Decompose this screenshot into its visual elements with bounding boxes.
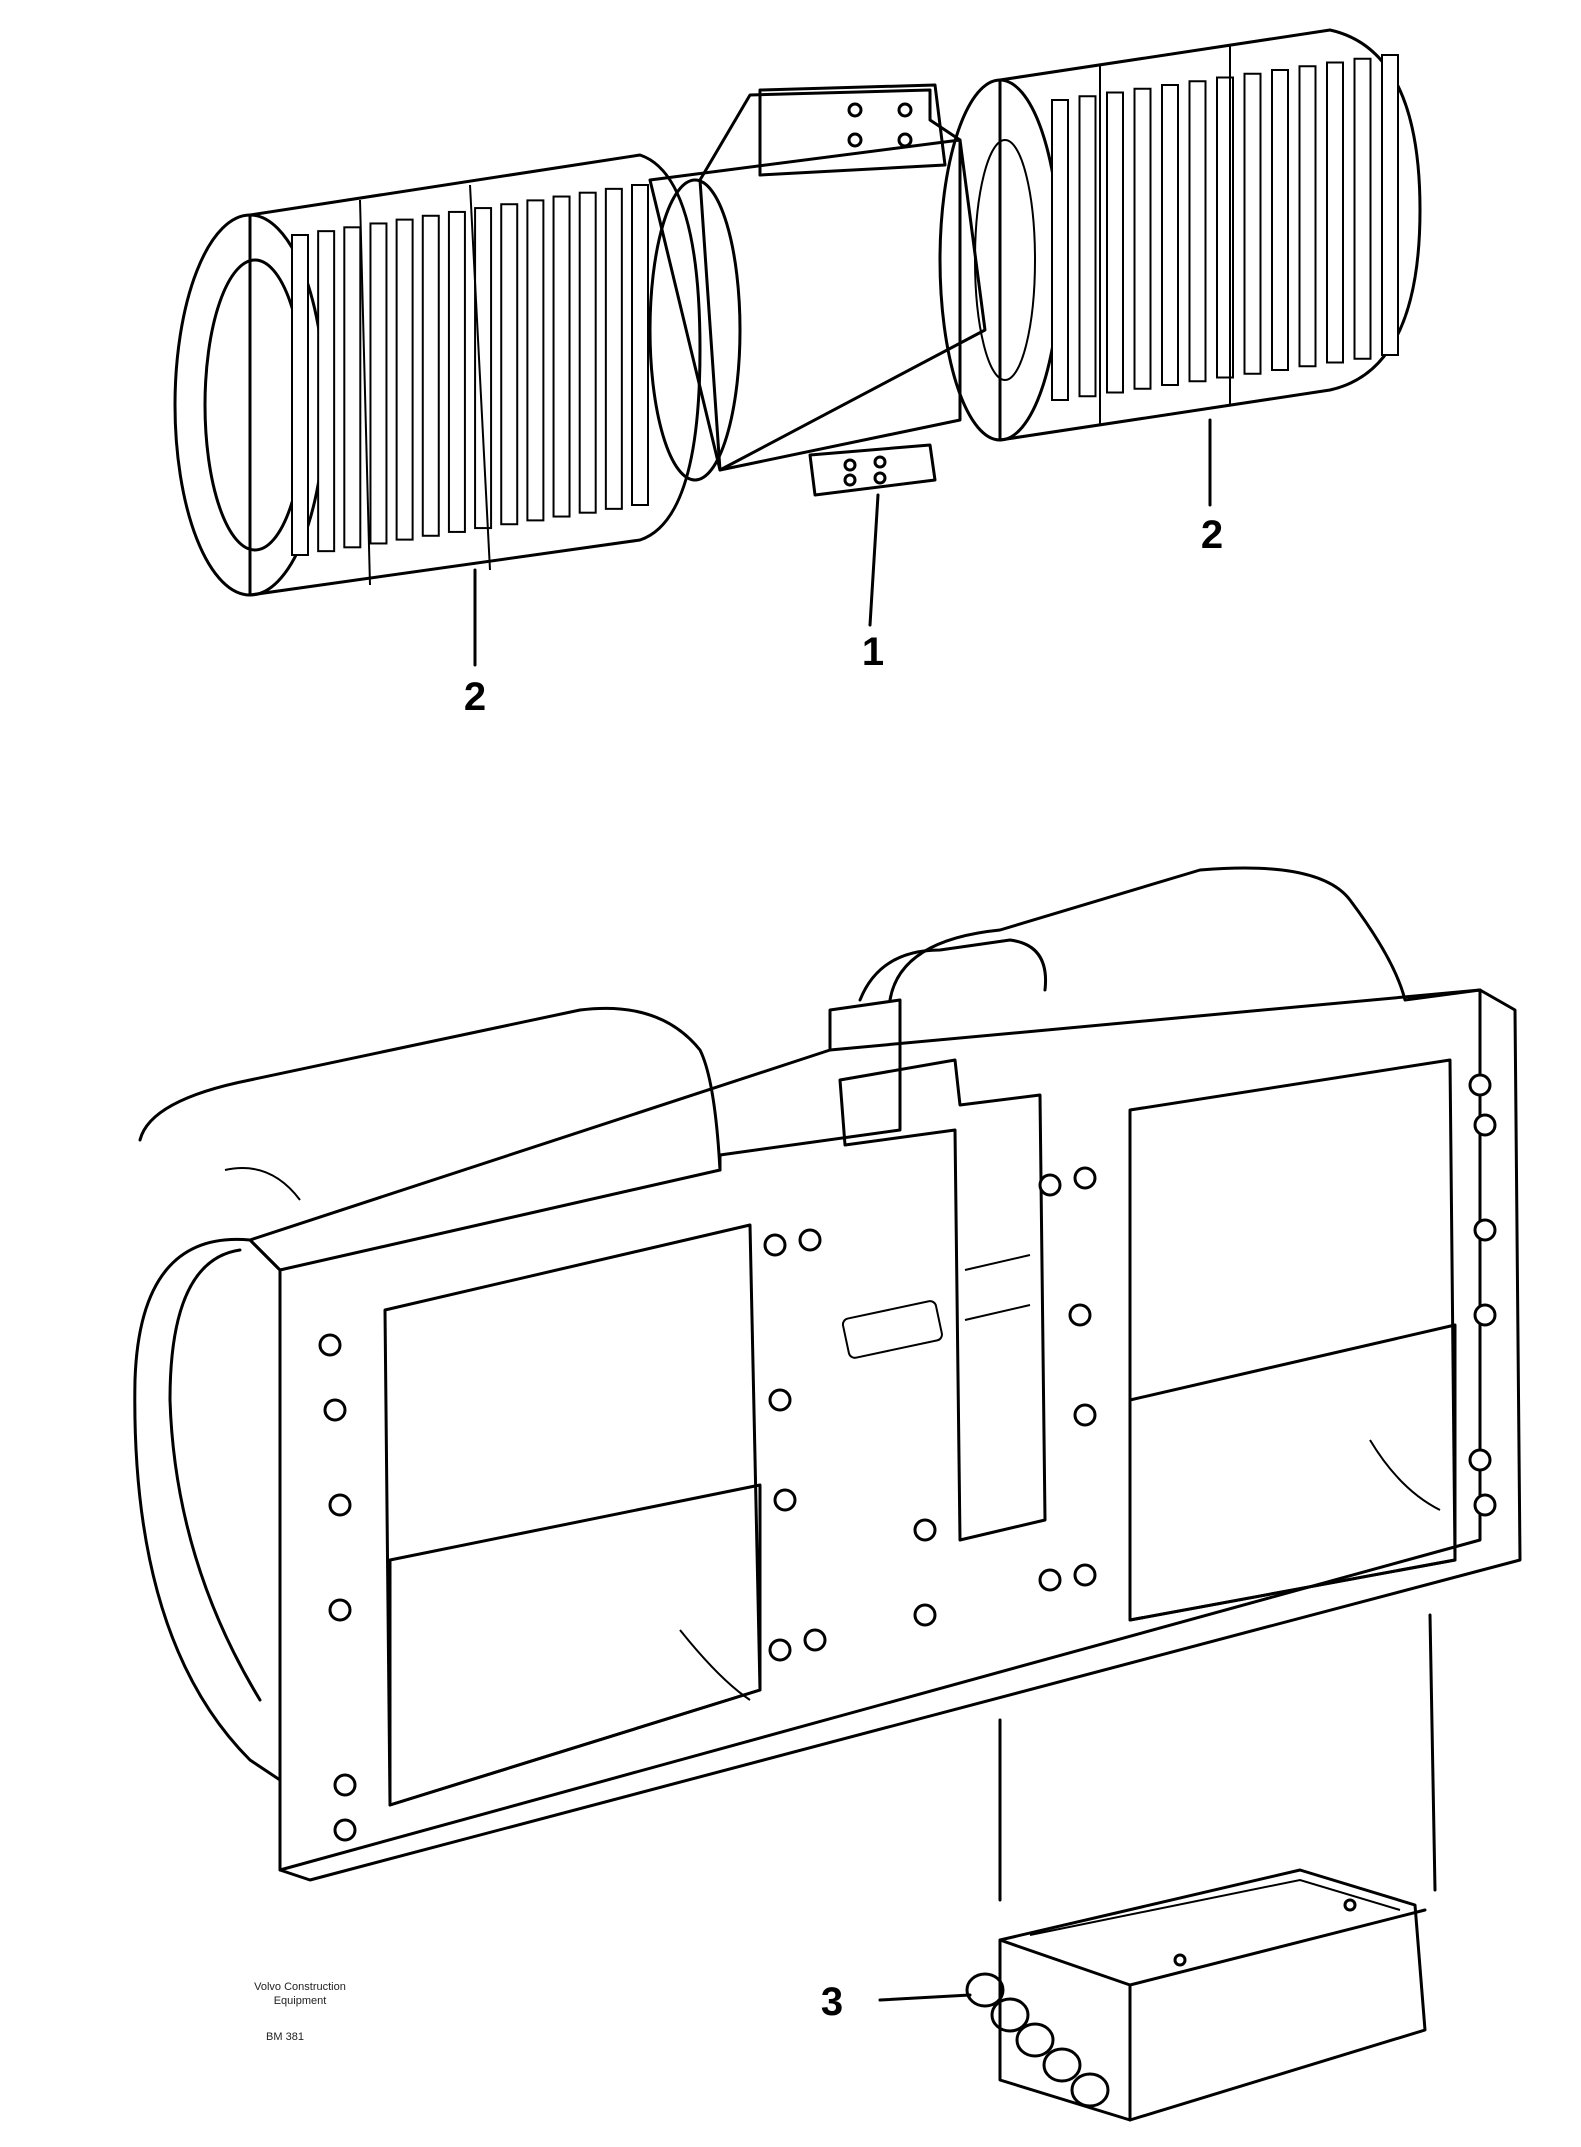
mounting-hole — [913, 1603, 937, 1627]
mounting-hole — [763, 1233, 787, 1257]
mounting-hole — [798, 1228, 822, 1252]
fan-vane — [421, 214, 440, 537]
blower-resistor — [878, 1868, 1427, 2122]
mounting-hole — [1073, 1563, 1097, 1587]
callout-fan-wheel-right: 2 — [1201, 513, 1223, 557]
footer-company-line1: Volvo Construction — [254, 1981, 346, 1993]
fan-vane — [631, 184, 649, 506]
mounting-hole — [1468, 1448, 1492, 1472]
leader-resistor-b — [1428, 1613, 1437, 1892]
drawing-number: BM 381 — [266, 2031, 304, 2043]
mounting-hole — [1473, 1218, 1497, 1242]
fan-vane — [1353, 57, 1372, 360]
callout-resistor: 3 — [821, 1980, 843, 2024]
mounting-hole — [1468, 1073, 1492, 1097]
mounting-hole — [1038, 1568, 1062, 1592]
mounting-hole — [773, 1488, 797, 1512]
fan-vane — [1078, 95, 1097, 398]
mounting-hole — [768, 1638, 792, 1662]
footer-company-line2: Equipment — [274, 1995, 327, 2007]
mounting-hole — [318, 1333, 342, 1357]
fan-vane — [604, 187, 623, 510]
callout-motor: 1 — [862, 630, 884, 674]
fan-vane — [1381, 54, 1399, 356]
mounting-hole — [333, 1773, 357, 1797]
mounting-holes — [318, 1073, 1497, 1842]
callout-fan-wheel-left: 2 — [464, 675, 486, 719]
fan-motor — [648, 83, 987, 497]
fan-housing — [133, 866, 1522, 1882]
fan-vane — [369, 222, 388, 545]
leader-resistor — [878, 1993, 972, 2002]
fan-vane — [1243, 72, 1262, 375]
mounting-hole — [913, 1518, 937, 1542]
mounting-hole — [1038, 1173, 1062, 1197]
fan-vane — [552, 195, 571, 518]
fan-vane — [1298, 65, 1317, 368]
mounting-hole — [328, 1598, 352, 1622]
fan-vane — [1326, 61, 1344, 364]
fan-vane — [317, 230, 336, 553]
fan-vane — [578, 191, 597, 514]
mounting-hole — [768, 1388, 792, 1412]
mounting-hole — [1473, 1113, 1497, 1137]
fan-wheel-right — [938, 28, 1422, 442]
mounting-hole — [1068, 1303, 1092, 1327]
resistor-terminals — [965, 1972, 1110, 2108]
fan-vane — [447, 210, 466, 533]
mounting-hole — [1073, 1403, 1097, 1427]
fan-vane — [395, 218, 414, 541]
mounting-hole — [1473, 1493, 1497, 1517]
fan-vane — [1188, 80, 1207, 383]
fan-vane — [291, 234, 309, 556]
mounting-hole — [1073, 1166, 1097, 1190]
fan-vane — [474, 207, 493, 530]
fan-vane — [500, 203, 519, 526]
fan-vane — [1271, 69, 1289, 371]
fan-vane — [343, 226, 362, 549]
fan-vane — [526, 199, 545, 522]
mounting-hole — [1473, 1303, 1497, 1327]
fan-vane — [1051, 99, 1069, 401]
leader-motor — [868, 493, 880, 627]
fan-vane — [1161, 84, 1179, 386]
mounting-hole — [803, 1628, 827, 1652]
mounting-hole — [323, 1398, 347, 1422]
fan-wheel-left — [173, 153, 702, 597]
fan-motor-assembly — [173, 28, 1422, 667]
mounting-hole — [328, 1493, 352, 1517]
mounting-hole — [333, 1818, 357, 1842]
fan-vane — [1106, 91, 1124, 394]
fan-vane — [1133, 87, 1152, 390]
